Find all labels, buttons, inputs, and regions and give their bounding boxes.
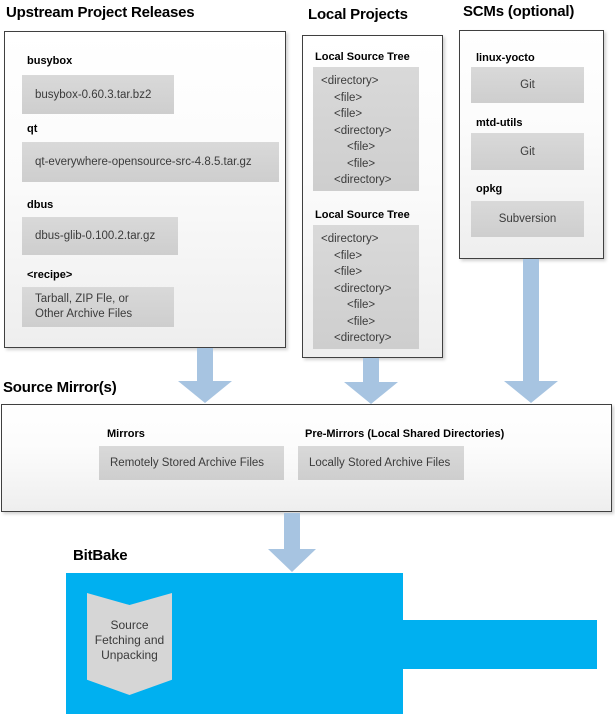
scm-item-label: mtd-utils xyxy=(476,117,523,129)
upstream-item-value-line: Other Archive Files xyxy=(35,308,133,320)
arrow-stem xyxy=(197,348,213,381)
upstream-section-title: Upstream Project Releases xyxy=(6,4,195,21)
premirrors-value: Locally Stored Archive Files xyxy=(298,446,464,480)
local-source-tree: <directory> <file> <file> <directory> <f… xyxy=(313,67,419,191)
local-source-tree: <directory> <file> <file> <directory> <f… xyxy=(313,225,419,349)
upstream-item-label: dbus xyxy=(27,199,54,211)
down-arrow-local-to-mirrors xyxy=(344,358,398,404)
mirrors-value: Remotely Stored Archive Files xyxy=(99,446,284,480)
bitbake-output-arm xyxy=(403,620,597,669)
upstream-item-label: <recipe> xyxy=(27,269,73,281)
arrow-stem xyxy=(284,513,300,549)
local-source-tree-label: Local Source Tree xyxy=(315,209,410,221)
tree-line: <directory> xyxy=(321,233,379,245)
tree-line: <file> xyxy=(334,108,363,120)
premirrors-label: Pre-Mirrors (Local Shared Directories) xyxy=(305,428,505,440)
arrow-head xyxy=(344,382,398,404)
upstream-item-value: qt-everywhere-opensource-src-4.8.5.tar.g… xyxy=(22,142,279,182)
down-arrow-scms-to-mirrors xyxy=(504,259,558,403)
upstream-item-value: busybox-0.60.3.tar.bz2 xyxy=(22,75,174,114)
upstream-item-value-line: Tarball, ZIP Fle, or xyxy=(35,293,129,305)
arrow-stem xyxy=(523,259,539,381)
scms-box: linux-yocto Git mtd-utils Git opkg Subve… xyxy=(459,30,604,259)
tree-line: <directory> xyxy=(334,332,392,344)
tree-line: <directory> xyxy=(334,174,392,186)
tree-line: <file> xyxy=(334,91,363,104)
banner-line: Fetching and xyxy=(94,633,165,647)
source-fetching-banner: Source Fetching and Unpacking xyxy=(87,593,172,695)
arrow-head xyxy=(504,381,558,403)
upstream-item-value: Tarball, ZIP Fle, or Other Archive Files xyxy=(22,287,174,327)
source-mirrors-box: Mirrors Remotely Stored Archive Files Pr… xyxy=(1,404,612,512)
local-source-tree-label: Local Source Tree xyxy=(315,51,410,63)
scms-section-title: SCMs (optional) xyxy=(463,3,575,20)
scm-item-value: Git xyxy=(471,67,584,103)
mirrors-label: Mirrors xyxy=(107,428,145,440)
local-projects-section-title: Local Projects xyxy=(308,6,408,23)
tree-line: <file> xyxy=(347,299,376,311)
scm-item-label: linux-yocto xyxy=(476,52,535,64)
arrow-head xyxy=(178,381,232,403)
scm-item-value: Subversion xyxy=(471,201,584,237)
banner-line: Unpacking xyxy=(101,648,158,662)
tree-line: <directory> xyxy=(321,75,379,87)
arrow-stem xyxy=(363,358,379,382)
source-mirrors-section-title: Source Mirror(s) xyxy=(3,379,117,396)
upstream-item-value: dbus-glib-0.100.2.tar.gz xyxy=(22,217,178,255)
tree-line: <directory> xyxy=(334,124,392,137)
tree-line: <file> xyxy=(347,157,376,170)
tree-line: <file> xyxy=(347,141,376,153)
tree-line: <file> xyxy=(334,266,363,278)
upstream-item-label: busybox xyxy=(27,55,73,67)
arrow-head xyxy=(268,549,316,572)
down-arrow-mirrors-to-bitbake xyxy=(268,513,316,572)
tree-line: <directory> xyxy=(334,282,392,295)
scm-item-label: opkg xyxy=(476,183,503,195)
tree-line: <file> xyxy=(347,315,376,328)
down-arrow-upstream-to-mirrors xyxy=(178,348,232,403)
bitbake-section-title: BitBake xyxy=(73,547,128,564)
upstream-item-label: qt xyxy=(27,123,38,135)
upstream-box: busybox busybox-0.60.3.tar.bz2 qt qt-eve… xyxy=(4,31,286,348)
local-projects-box: Local Source Tree <directory> <file> <fi… xyxy=(302,35,443,358)
banner-line: Source xyxy=(110,618,149,632)
scm-item-value: Git xyxy=(471,133,584,170)
tree-line: <file> xyxy=(334,249,363,262)
